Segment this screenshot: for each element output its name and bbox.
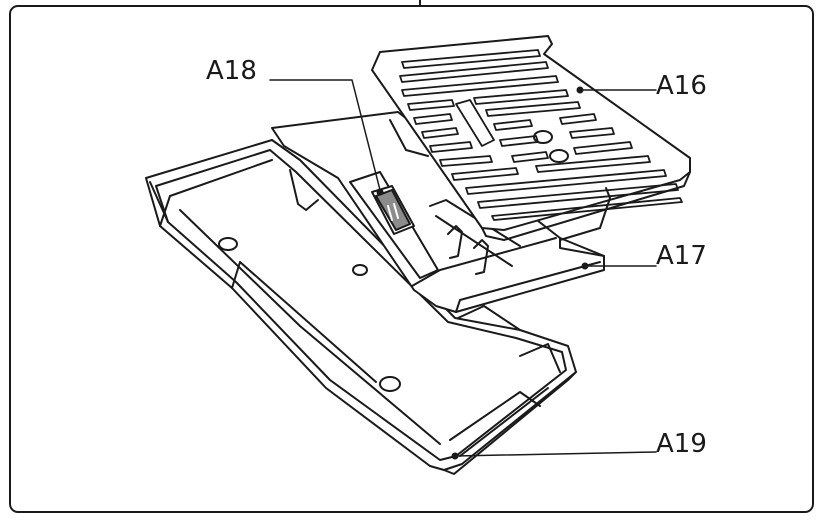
leader-dot-a19 [451, 452, 459, 460]
grid-hole-1 [533, 130, 553, 144]
drip-grid [371, 35, 691, 241]
label-a17: A17 [656, 241, 707, 271]
float-mark [387, 203, 399, 221]
carrier-tab-right [559, 237, 605, 257]
tray-floor-edge [179, 209, 441, 445]
tray-side-step [289, 169, 319, 211]
label-a16: A16 [656, 71, 707, 101]
grid-slots [399, 49, 683, 221]
tray-inner-rim [155, 149, 567, 461]
grid-front-skirt [559, 187, 611, 241]
carrier-inner-ledge [411, 237, 557, 287]
leader-dot-a18 [376, 188, 384, 196]
tray-end-lip [443, 371, 577, 475]
tray-hole-2 [352, 264, 368, 276]
float-indicator [371, 185, 415, 235]
tray-hole-3 [379, 376, 401, 392]
label-a18: A18 [206, 56, 257, 86]
float-grey-tab [375, 189, 411, 231]
carrier-notch [389, 119, 429, 157]
leader-a18 [269, 79, 381, 191]
drip-tray-base [145, 139, 577, 475]
leader-dots [376, 86, 589, 460]
carrier-rails [429, 199, 521, 267]
label-a19: A19 [656, 429, 707, 459]
tray-left-end-wall [149, 159, 273, 227]
frame-top-tick [419, 0, 421, 6]
tray-hole-1 [218, 237, 238, 251]
leader-lines [269, 79, 657, 457]
grid-hole-2 [549, 149, 569, 163]
leader-dot-a16 [576, 86, 584, 94]
carrier-post-2 [473, 239, 489, 275]
tray-right-end-wall [449, 343, 561, 457]
grid-side-lip [481, 171, 691, 241]
leader-a19 [454, 451, 657, 457]
carrier-lower-edge [455, 261, 601, 313]
tray-outer-rim [145, 139, 577, 471]
grid-center-slot [455, 99, 495, 147]
tray-inner-ridge [457, 305, 521, 331]
leader-dot-a17 [581, 262, 589, 270]
